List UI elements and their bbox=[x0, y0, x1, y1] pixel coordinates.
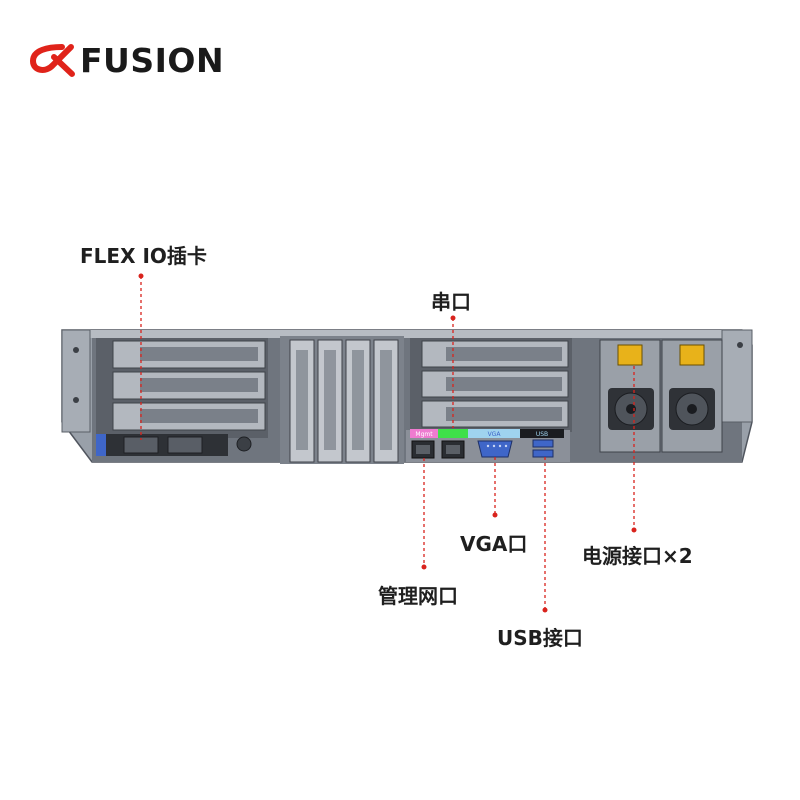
brand-logo: FUSION bbox=[28, 40, 224, 80]
vga-connector bbox=[477, 440, 513, 458]
right-pcie-riser bbox=[410, 338, 572, 432]
left-rack-ear bbox=[61, 329, 91, 433]
left-pcie-riser bbox=[96, 338, 268, 438]
center-pcie-riser bbox=[280, 336, 404, 464]
usb-port-tag-text: USB bbox=[536, 431, 548, 438]
right-rack-ear bbox=[721, 329, 753, 423]
callout-power-ports: 电源接口×2 bbox=[582, 544, 693, 568]
power-supply-2 bbox=[661, 339, 723, 453]
callout-usb-port: USB接口 bbox=[497, 626, 583, 650]
serial-port-tag bbox=[438, 429, 468, 438]
mgmt-port-tag bbox=[410, 429, 438, 438]
xfusion-alpha-icon bbox=[30, 44, 75, 77]
brand-name: FUSION bbox=[80, 40, 225, 80]
callout-mgmt-port: 管理网口 bbox=[378, 584, 458, 608]
callout-serial-port: 串口 bbox=[431, 290, 471, 314]
callout-flex-io: FLEX IO插卡 bbox=[80, 244, 207, 268]
mgmt-port-tag-text: Mgmt bbox=[415, 431, 433, 438]
callout-vga-port: VGA口 bbox=[460, 532, 528, 556]
power-supply-1 bbox=[599, 339, 661, 453]
usb-port-tag bbox=[520, 429, 564, 438]
leader-lines bbox=[140, 276, 635, 610]
usb-port-bottom bbox=[532, 449, 554, 458]
usb-port-top bbox=[532, 439, 554, 448]
vga-port-tag bbox=[468, 429, 520, 438]
flex-io-card bbox=[96, 434, 252, 456]
io-panel: Mgmt VGA USB bbox=[406, 429, 570, 462]
vga-port-tag-text: VGA bbox=[488, 431, 502, 438]
leader-dots bbox=[138, 273, 637, 613]
